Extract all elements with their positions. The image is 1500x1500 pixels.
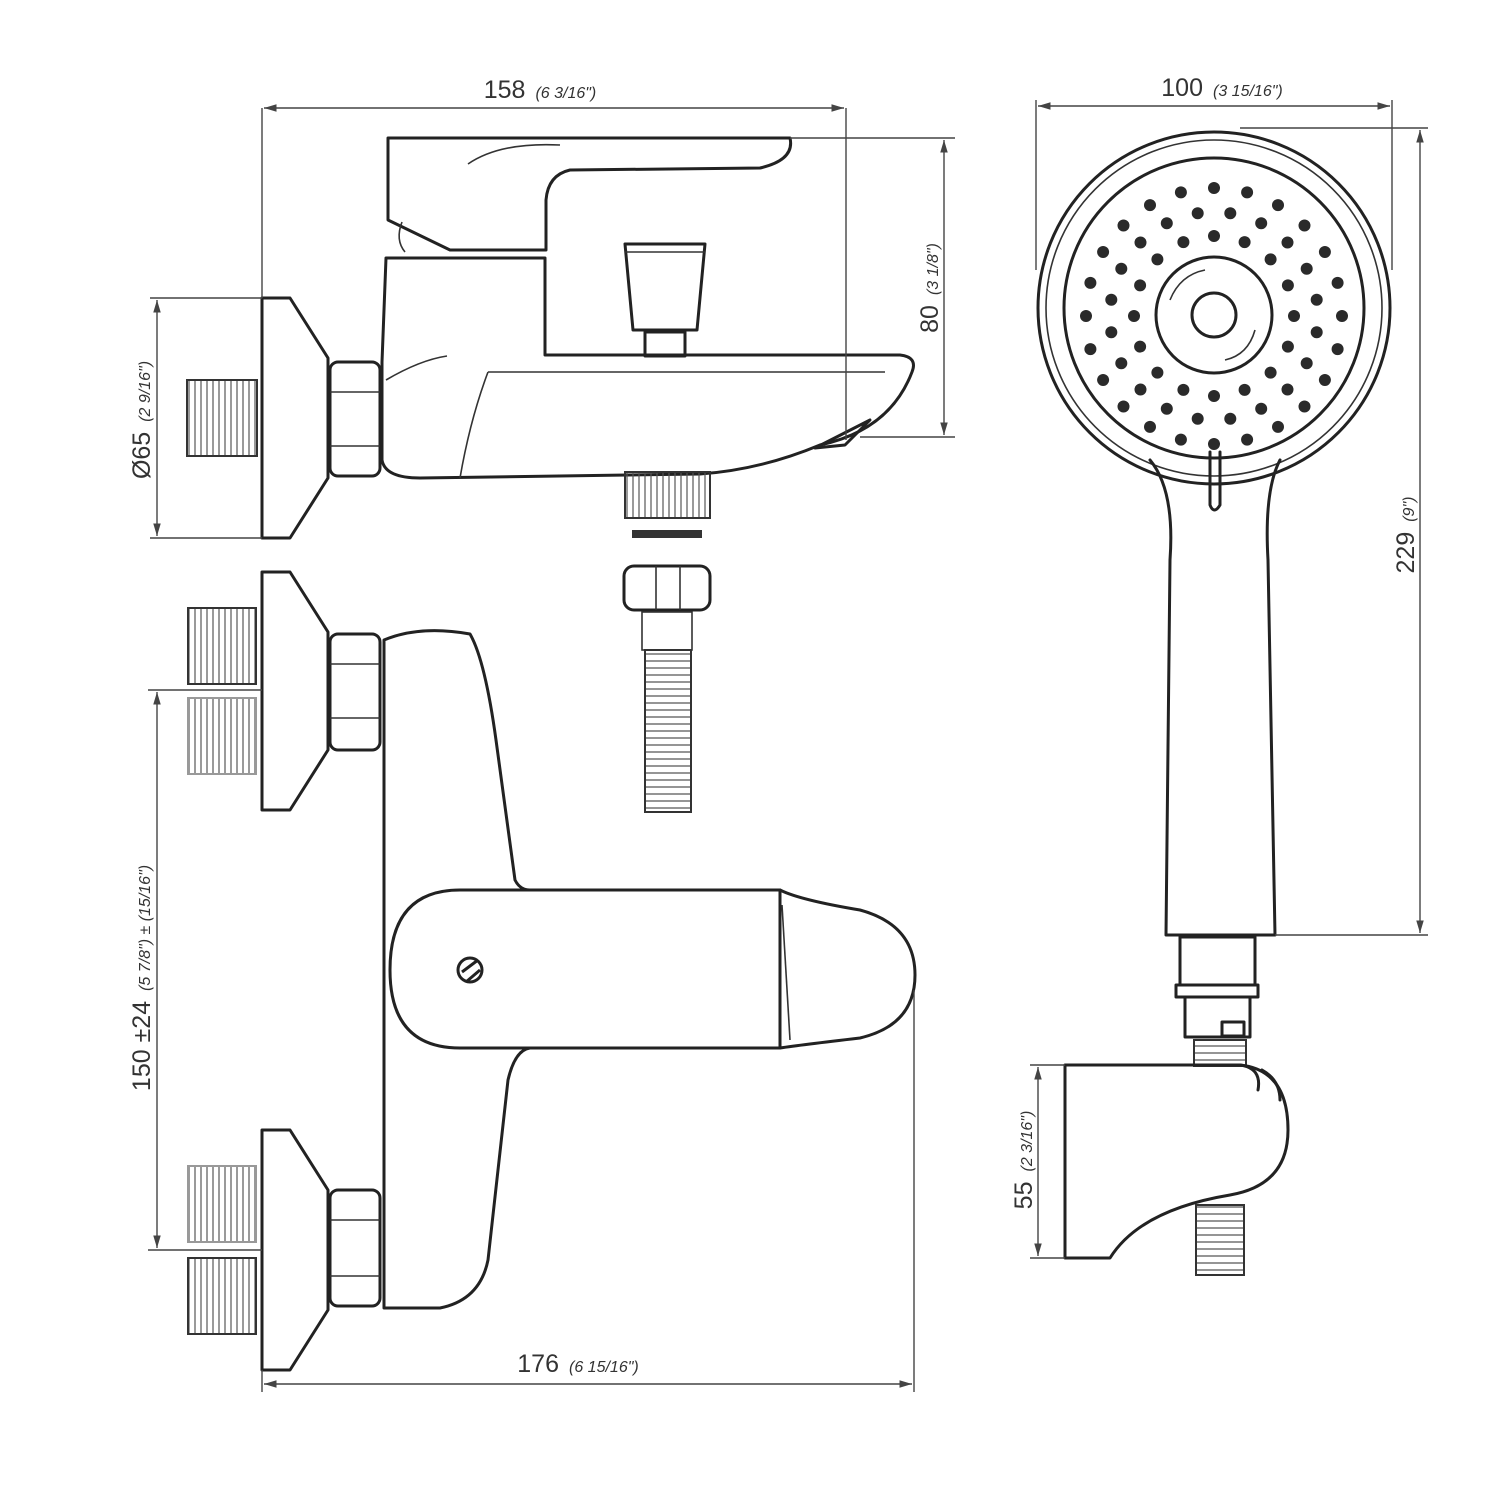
nozzle-hole: [1191, 412, 1204, 425]
nozzle-hole: [1144, 420, 1156, 433]
nozzle-hole: [1331, 276, 1344, 289]
svg-text:158 (6 3/16"): 158 (6 3/16"): [484, 76, 597, 104]
nozzle-hole: [1117, 219, 1130, 232]
nozzle-hole: [1224, 207, 1237, 220]
dimension-shower-length: 229 (9"): [1240, 127, 1428, 936]
nozzle-hole: [1115, 357, 1128, 370]
nozzle-holes: [1080, 182, 1348, 450]
nozzle-hole: [1281, 236, 1294, 249]
nozzle-hole: [1105, 326, 1118, 339]
svg-text:80 (3 1/8"): 80 (3 1/8"): [916, 243, 944, 333]
nozzle-hole: [1105, 293, 1118, 306]
nozzle-hole: [1097, 374, 1110, 386]
nozzle-hole: [1238, 383, 1251, 396]
nozzle-hole: [1281, 279, 1294, 292]
hand-shower: [1036, 130, 1392, 1276]
nozzle-hole: [1318, 246, 1331, 258]
svg-text:Ø65 (2 9/16"): Ø65 (2 9/16"): [128, 361, 156, 479]
nozzle-hole: [1115, 262, 1128, 275]
nozzle-hole: [1208, 182, 1220, 194]
nozzle-hole: [1174, 433, 1187, 446]
nozzle-hole: [1300, 262, 1313, 275]
dimension-top-width: 158 (6 3/16"): [261, 76, 847, 440]
nozzle-hole: [1151, 366, 1164, 379]
brand-logo-icon: [456, 956, 484, 984]
nozzle-hole: [1272, 199, 1284, 212]
nozzle-hole: [1208, 230, 1220, 242]
nozzle-hole: [1134, 340, 1147, 353]
nozzle-hole: [1134, 279, 1147, 292]
nozzle-hole: [1272, 420, 1284, 433]
dimension-body-height: 80 (3 1/8"): [790, 137, 955, 438]
front-view: [187, 570, 917, 1372]
dimension-flange-diameter: Ø65 (2 9/16"): [128, 297, 262, 539]
nozzle-hole: [1191, 207, 1204, 220]
nozzle-hole: [1160, 402, 1173, 415]
nozzle-hole: [1264, 253, 1277, 266]
nozzle-hole: [1288, 310, 1300, 322]
nozzle-hole: [1241, 433, 1254, 446]
nozzle-hole: [1134, 236, 1147, 249]
svg-text:55 (2 3/16"): 55 (2 3/16"): [1010, 1111, 1038, 1210]
nozzle-hole: [1298, 219, 1311, 232]
nozzle-hole: [1224, 412, 1237, 425]
nozzle-hole: [1117, 400, 1130, 413]
nozzle-hole: [1151, 253, 1164, 266]
nozzle-hole: [1080, 310, 1092, 322]
nozzle-hole: [1097, 246, 1110, 258]
nozzle-hole: [1084, 276, 1097, 289]
nozzle-hole: [1144, 199, 1156, 212]
nozzle-hole: [1310, 326, 1323, 339]
nozzle-hole: [1318, 374, 1331, 386]
svg-text:150 ±24 (5 7/8") ± (15/1: 150 ±24 (5 7/8") ± (15/16"): [128, 865, 156, 1091]
top-view: [186, 136, 915, 813]
nozzle-hole: [1300, 357, 1313, 370]
nozzle-hole: [1160, 217, 1173, 230]
nozzle-hole: [1208, 438, 1220, 450]
nozzle-hole: [1174, 186, 1187, 199]
svg-text:100 (3 15/16"): 100 (3 15/16"): [1161, 74, 1282, 102]
nozzle-hole: [1177, 236, 1190, 249]
dimension-front-width: 176 (6 15/16"): [261, 990, 915, 1392]
nozzle-hole: [1281, 340, 1294, 353]
dimension-head-width: 100 (3 15/16"): [1035, 74, 1393, 270]
nozzle-hole: [1208, 390, 1220, 402]
nozzle-hole: [1255, 402, 1268, 415]
nozzle-hole: [1264, 366, 1277, 379]
nozzle-hole: [1336, 310, 1348, 322]
nozzle-hole: [1281, 383, 1294, 396]
svg-text:229 (9"): 229 (9"): [1392, 497, 1420, 574]
svg-text:176 (6 15/16"): 176 (6 15/16"): [517, 1350, 638, 1378]
dimension-center-distance: 150 ±24 (5 7/8") ± (15/16"): [128, 689, 262, 1251]
nozzle-hole: [1084, 343, 1097, 356]
nozzle-hole: [1177, 383, 1190, 396]
nozzle-hole: [1298, 400, 1311, 413]
nozzle-hole: [1128, 310, 1140, 322]
nozzle-hole: [1310, 293, 1323, 306]
nozzle-hole: [1238, 236, 1251, 249]
nozzle-hole: [1331, 343, 1344, 356]
nozzle-hole: [1255, 217, 1268, 230]
nozzle-hole: [1241, 186, 1254, 199]
nozzle-hole: [1134, 383, 1147, 396]
dimension-holder-height: 55 (2 3/16"): [1010, 1064, 1065, 1259]
